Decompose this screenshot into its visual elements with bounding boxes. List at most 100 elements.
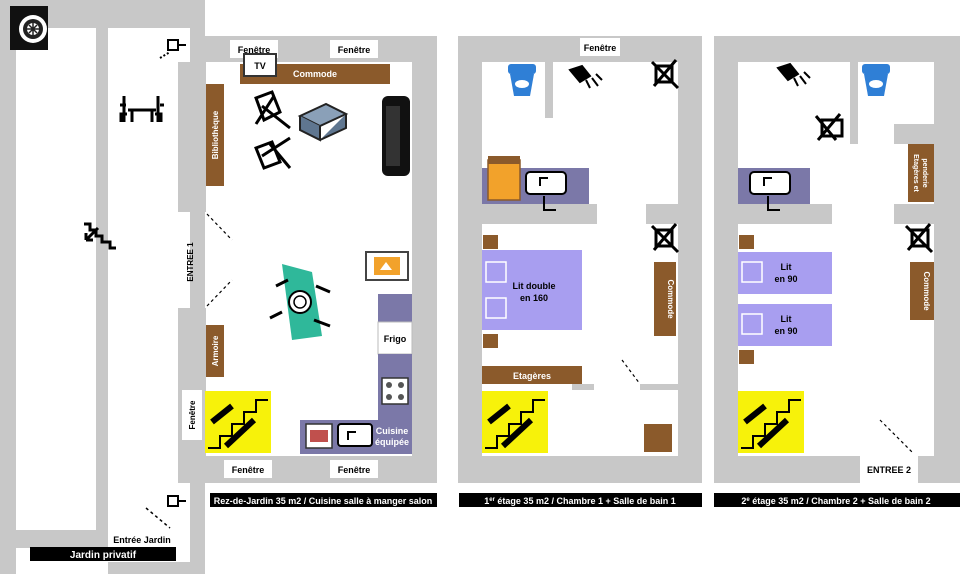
f1-wall-left bbox=[458, 36, 482, 483]
f2-wall-bottom-right bbox=[918, 456, 960, 483]
gf-fridge-label: Frigo bbox=[384, 334, 407, 344]
garden-caption: Jardin privatif bbox=[70, 550, 137, 561]
garden-caption-bg bbox=[30, 547, 176, 561]
f2-caption-bg bbox=[714, 493, 960, 507]
cooktop-icon bbox=[381, 377, 409, 405]
first-floor: Fenêtre Lit double en 160 bbox=[458, 36, 702, 507]
f1-caption-rest: étage 35 m2 / Chambre 1 + Salle de bain … bbox=[495, 496, 676, 506]
f2-shelves-wardrobe bbox=[908, 144, 934, 202]
f2-wall-top bbox=[714, 36, 960, 62]
f2-pillow bbox=[741, 313, 763, 335]
gf-bookcase-label: Bibliothèque bbox=[211, 110, 220, 159]
f1-wall-right bbox=[678, 36, 702, 483]
f1-door-swing bbox=[621, 359, 641, 385]
gf-entry-label: ENTREE 1 bbox=[186, 242, 195, 282]
f2-wall-bottom-left bbox=[714, 456, 860, 483]
f2-bed2-label-1: Lit bbox=[781, 314, 792, 324]
f2-nightstand-top bbox=[739, 235, 754, 249]
f2-commode bbox=[910, 262, 934, 320]
coffee-table-icon bbox=[297, 102, 349, 142]
f1-nightstand-top bbox=[483, 235, 498, 249]
gf-caption-bg bbox=[210, 493, 437, 507]
f2-wall-bath-right bbox=[894, 204, 934, 224]
garden-tap-bottom-icon bbox=[167, 495, 186, 507]
dining-table-icon bbox=[269, 264, 331, 340]
garden-tap-top-icon bbox=[159, 39, 186, 59]
second-floor: Etagères et penderie Commode Lit en 90 L… bbox=[714, 36, 960, 507]
gf-kitchen-label-1: Cuisine bbox=[376, 426, 409, 436]
shower-icon bbox=[568, 64, 603, 89]
gf-fridge-top bbox=[378, 294, 412, 322]
garden-wall-bottom-right bbox=[108, 562, 205, 574]
gf-wall-left-upper bbox=[178, 62, 206, 212]
f2-wall-bath-bottom bbox=[738, 204, 832, 224]
gf-window-top-right bbox=[330, 40, 378, 58]
gf-window-bottom-left-label: Fenêtre bbox=[232, 465, 265, 475]
f1-window-label: Fenêtre bbox=[584, 43, 617, 53]
f2-single-bed-1 bbox=[738, 252, 832, 294]
f2-pillow bbox=[741, 261, 763, 283]
gf-bookcase bbox=[206, 84, 224, 186]
gf-window-top-right-label: Fenêtre bbox=[338, 45, 371, 55]
washing-machine-icon bbox=[487, 156, 521, 201]
gf-window-side-label: Fenêtre bbox=[188, 400, 197, 429]
ground-floor: Fenêtre Fenêtre Fenêtre Fenêtre Fenêtre … bbox=[178, 36, 437, 507]
gf-stairs bbox=[205, 391, 271, 453]
armchair-icon bbox=[254, 136, 292, 170]
toilet-icon bbox=[508, 64, 536, 96]
f1-double-bed bbox=[482, 250, 582, 330]
f2-shelves-label-2: penderie bbox=[921, 158, 928, 187]
f2-caption-rest: étage 35 m2 / Chambre 2 + Salle de bain … bbox=[750, 496, 931, 506]
f1-pillow bbox=[485, 261, 507, 283]
f1-nightstand-bottom bbox=[483, 334, 498, 348]
f2-entry-door-swing bbox=[879, 419, 913, 453]
f1-sink-icon bbox=[525, 171, 567, 211]
f2-commode-label: Commode bbox=[922, 271, 931, 311]
f2-bed1-label-1: Lit bbox=[781, 262, 792, 272]
oven-icon bbox=[305, 423, 333, 449]
garden-wall-middle bbox=[96, 28, 108, 548]
garden-table-icon bbox=[119, 96, 164, 122]
gf-wardrobe bbox=[206, 325, 224, 377]
f2-caption-sup: e bbox=[746, 497, 750, 503]
f2-stairs bbox=[738, 391, 804, 453]
f1-wall-small-right bbox=[640, 384, 678, 390]
f2-caption: 2e étage 35 m2 / Chambre 2 + Salle de ba… bbox=[741, 496, 930, 506]
chair-icon bbox=[904, 223, 934, 254]
f2-wall-bath-corner bbox=[894, 124, 934, 144]
f2-nightstand-bottom bbox=[739, 350, 754, 364]
f1-stairs bbox=[482, 391, 548, 453]
f2-single-bed-2 bbox=[738, 304, 832, 346]
logo-wheel-icon bbox=[10, 6, 48, 50]
garden-wall-left bbox=[0, 0, 16, 574]
f2-wall-bath-divider bbox=[850, 62, 858, 144]
f1-wall-bottom bbox=[458, 456, 702, 483]
chair-icon bbox=[814, 113, 844, 141]
f1-caption-bg bbox=[459, 493, 702, 507]
f1-bed-label-1: Lit double bbox=[513, 281, 556, 291]
gf-fridge bbox=[377, 321, 413, 355]
f1-pillow bbox=[485, 297, 507, 319]
gf-commode bbox=[240, 64, 390, 84]
f1-wall-bath-right bbox=[646, 204, 678, 224]
garden-wall-bottom bbox=[16, 530, 96, 548]
sofa-icon bbox=[382, 96, 410, 176]
f1-cabinet bbox=[644, 424, 672, 452]
gf-entry-door-swing bbox=[206, 213, 233, 307]
f1-wall-small bbox=[572, 384, 594, 390]
tv-label: TV bbox=[254, 61, 266, 71]
armchair-icon bbox=[254, 90, 291, 130]
f2-entry-label: ENTREE 2 bbox=[867, 465, 911, 475]
shower-icon bbox=[776, 62, 811, 87]
gf-caption: Rez-de-Jardin 35 m2 / Cuisine salle à ma… bbox=[214, 496, 433, 506]
f2-bed2-label-2: en 90 bbox=[774, 326, 797, 336]
gf-window-side bbox=[182, 390, 202, 440]
chair-icon bbox=[650, 223, 680, 254]
kitchen-sink-icon bbox=[337, 423, 373, 447]
garden-door-swing bbox=[145, 507, 171, 529]
f1-window bbox=[580, 38, 620, 56]
f2-bed1-label-2: en 90 bbox=[774, 274, 797, 284]
fireplace-icon bbox=[365, 251, 409, 281]
f2-wall-right bbox=[934, 36, 960, 483]
